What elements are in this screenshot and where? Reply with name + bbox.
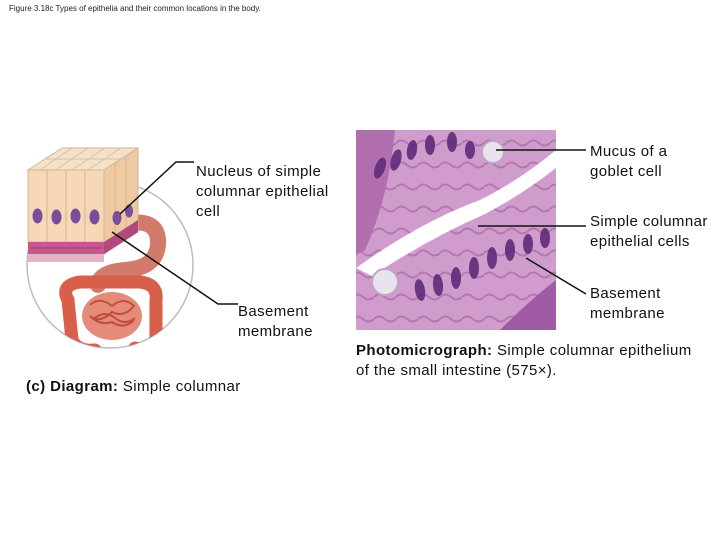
columnar-cell-block-illustration xyxy=(26,147,140,262)
figure-title: Figure 3.18c Types of epithelia and thei… xyxy=(9,4,261,13)
label-basement-membrane-right: Basement membrane xyxy=(590,285,665,322)
label-nucleus: Nucleus of simple columnar epithelial ce… xyxy=(196,163,329,220)
leader-lines xyxy=(111,149,587,305)
caption-photomicrograph-prefix: Photomicrograph: xyxy=(356,342,493,359)
caption-photomicrograph-text: Simple columnar epithelium of the small … xyxy=(356,342,692,379)
leader-line-nucleus xyxy=(119,161,194,215)
caption-photomicrograph: Photomicrograph: Simple columnar epithel… xyxy=(356,341,706,381)
leader-line-basement-left xyxy=(111,231,238,305)
leader-line-basement-right xyxy=(525,257,587,295)
caption-diagram: (c) Diagram: Simple columnar xyxy=(26,377,346,397)
label-simple-columnar-cells: Simple columnar epithelial cells xyxy=(590,213,708,250)
label-basement-membrane-left: Basement membrane xyxy=(238,303,313,340)
intestinal-epithelium-micrograph xyxy=(356,130,556,330)
label-mucus-goblet-cell: Mucus of a goblet cell xyxy=(590,143,668,180)
caption-diagram-prefix: (c) Diagram: xyxy=(26,378,119,395)
caption-diagram-text: Simple columnar xyxy=(118,378,241,395)
